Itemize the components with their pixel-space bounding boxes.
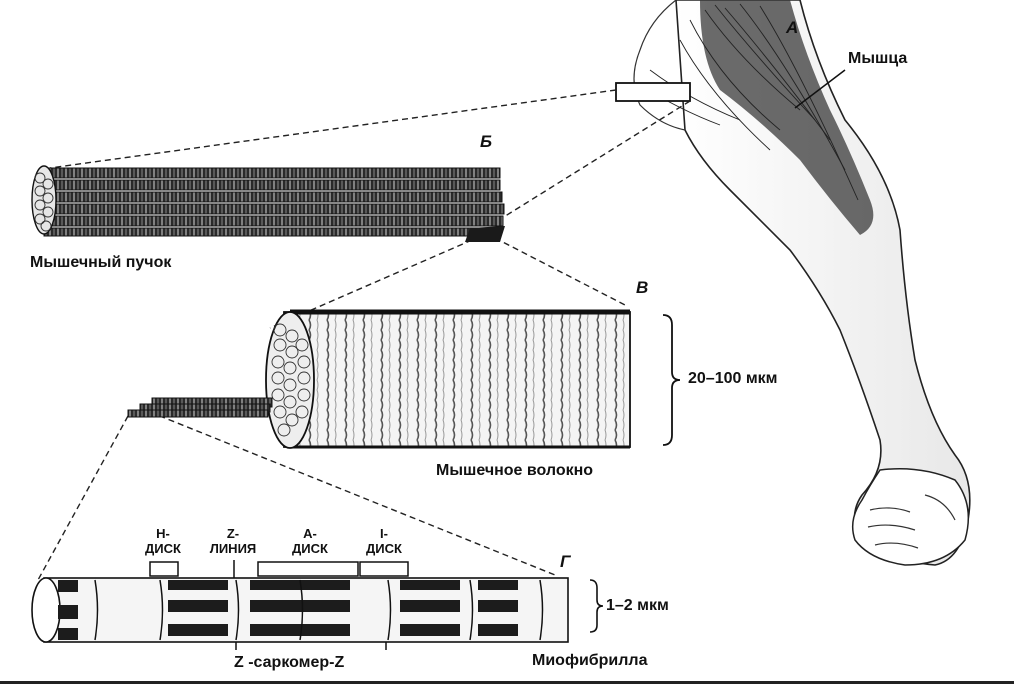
myofibril-label: Миофибрилла <box>532 652 648 669</box>
z-line-label-line1: Z- <box>226 526 240 541</box>
fiber-size-label: 20–100 мкм <box>688 370 778 387</box>
muscle-fiber <box>127 309 631 449</box>
muscle-bundle <box>31 165 505 242</box>
i-disc-label-line1: I- <box>380 526 388 541</box>
bundle-label: Мышечный пучок <box>30 254 172 271</box>
myofibril-size-bracket <box>589 579 604 633</box>
muscle-label: Мышца <box>848 50 908 67</box>
panel-letter-b: Б <box>480 132 493 151</box>
z-line-label-line2: ЛИНИЯ <box>209 541 257 556</box>
muscle-belly <box>700 0 874 235</box>
a-disc-label: А- ДИСК <box>280 526 340 556</box>
sarcomere-label: Z -саркомер-Z <box>234 654 345 671</box>
bottom-rule <box>0 681 1014 684</box>
muscle-pointer-line <box>794 69 846 109</box>
band-brackets <box>149 560 409 650</box>
muscle-sample-box <box>615 82 691 102</box>
fiber-size-bracket <box>662 314 681 446</box>
panel-letter-g: Г <box>560 552 571 571</box>
panel-letter-a: А <box>786 18 799 37</box>
a-disc-label-line1: А- <box>303 526 317 541</box>
z-line-label: Z- ЛИНИЯ <box>198 526 268 556</box>
a-disc-label-line2: ДИСК <box>292 541 328 556</box>
zoom-lines <box>37 89 691 581</box>
h-disc-label-line1: Н- <box>156 526 170 541</box>
i-disc-label-line2: ДИСК <box>366 541 402 556</box>
myofibril-size-label: 1–2 мкм <box>606 597 669 614</box>
h-disc-label-line2: ДИСК <box>145 541 181 556</box>
i-disc-label: I- ДИСК <box>354 526 414 556</box>
fiber-label: Мышечное волокно <box>436 462 594 479</box>
finger-lines <box>867 494 956 549</box>
shoulder-contour <box>633 0 686 131</box>
fist <box>851 468 970 566</box>
myofibril <box>31 577 569 643</box>
panel-letter-v: В <box>636 278 649 297</box>
h-disc-label: Н- ДИСК <box>138 526 188 556</box>
